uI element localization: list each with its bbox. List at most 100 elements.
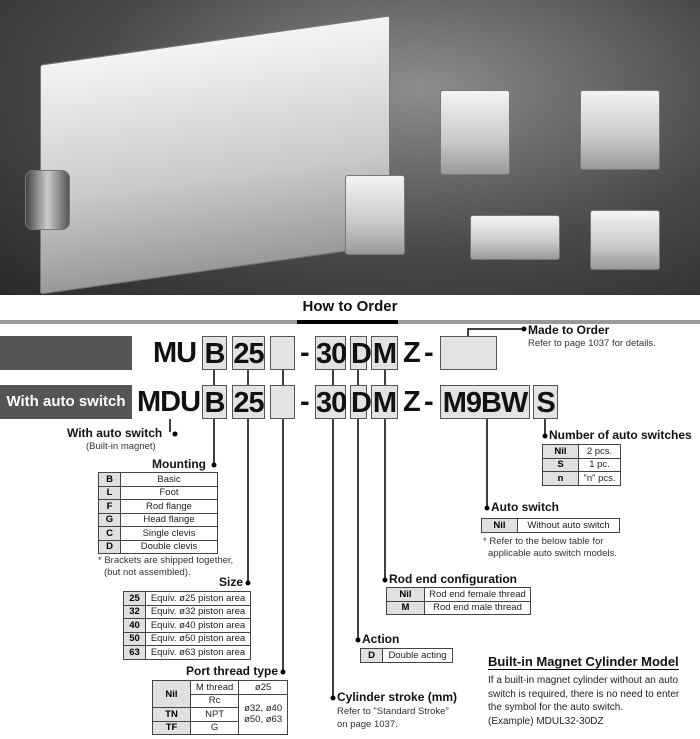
option-code: B — [98, 472, 121, 487]
code-dash: - — [424, 386, 434, 418]
code-z: Z — [403, 386, 421, 418]
code-dash: - — [300, 386, 310, 418]
option-code: 63 — [123, 645, 146, 660]
option-description: Without auto switch — [517, 518, 620, 533]
option-code: 32 — [123, 604, 146, 619]
option-description: Basic — [120, 472, 218, 487]
product-photo — [0, 0, 700, 295]
code-action: D — [350, 385, 372, 419]
option-code: n — [542, 471, 579, 486]
option-description: Head flange — [120, 512, 218, 527]
with-auto-switch-title: With auto switch — [67, 426, 163, 440]
cell: ø25 — [238, 680, 288, 695]
option-description: Single clevis — [120, 526, 218, 541]
with-switch-label-box: With auto switch — [0, 385, 132, 419]
option-description: Equiv. ø40 piston area — [145, 618, 251, 633]
switch-count-title: Number of auto switches — [549, 428, 692, 442]
option-description: Foot — [120, 485, 218, 500]
code-count: S — [533, 385, 558, 419]
option-description: 1 pc. — [578, 457, 621, 472]
code-size: 25 — [232, 385, 265, 419]
option-code: Nil — [481, 518, 518, 533]
code-dash: - — [300, 337, 310, 369]
option-code: F — [98, 499, 121, 514]
code-prefix: MDU — [137, 386, 201, 418]
option-code: 25 — [123, 591, 146, 606]
option-code: C — [98, 526, 121, 541]
code-mounting: B — [202, 385, 227, 419]
cylinder-small-3 — [345, 175, 405, 255]
option-description: Rod end female thread — [424, 587, 531, 602]
rod-end-title: Rod end configuration — [389, 572, 517, 586]
cylinder-small-4 — [470, 215, 560, 260]
port-code: TN — [152, 707, 191, 722]
cell: M thread — [189, 680, 240, 695]
magnet-line: If a built-in magnet cylinder without an… — [488, 675, 679, 686]
code-stroke: 30 — [315, 385, 347, 419]
title-underline — [297, 320, 398, 324]
option-code: S — [542, 457, 579, 472]
option-description: Equiv. ø32 piston area — [145, 604, 251, 619]
magnet-line: (Example) MDUL32-30DZ — [488, 715, 604, 727]
option-code: 40 — [123, 618, 146, 633]
code-z: Z — [403, 337, 421, 369]
option-description: Double acting — [382, 648, 453, 663]
magnet-line: switch is required, there is no need to … — [488, 688, 680, 700]
option-description: "n" pcs. — [578, 471, 621, 486]
option-code: D — [98, 539, 121, 554]
mounting-note: (but not assembled). — [104, 567, 191, 578]
option-code: D — [360, 648, 383, 663]
option-description: Equiv. ø50 piston area — [145, 631, 251, 646]
cell: NPT — [189, 707, 240, 722]
option-description: 2 pcs. — [578, 444, 621, 459]
stroke-title: Cylinder stroke (mm) — [337, 690, 458, 704]
auto-switch-note: * Refer to the below table for — [483, 536, 604, 547]
made-to-order-note: Refer to page 1037 for details. — [528, 338, 656, 349]
stroke-note: on page 1037. — [337, 719, 398, 730]
cylinder-small-1 — [440, 90, 510, 175]
magnet-title: Built-in Magnet Cylinder Model — [488, 654, 679, 670]
code-prefix: MU — [153, 337, 197, 369]
option-code: G — [98, 512, 121, 527]
code-rod: M — [371, 385, 398, 419]
code-dash: - — [424, 337, 434, 369]
code-stroke: 30 — [315, 336, 347, 370]
code-mounting: B — [202, 336, 227, 370]
code-size: 25 — [232, 336, 265, 370]
cell: G — [189, 720, 240, 735]
option-code: Nil — [386, 587, 425, 602]
table-row: n"n" pcs. — [542, 471, 621, 486]
option-code: 50 — [123, 631, 146, 646]
standard-label-box — [0, 336, 132, 370]
port-thread-title: Port thread type — [186, 664, 279, 678]
magnet-line: the symbol for the auto switch. — [488, 702, 624, 713]
option-description: Equiv. ø63 piston area — [145, 645, 251, 660]
made-to-order-title: Made to Order — [528, 323, 610, 337]
option-code: L — [98, 485, 121, 500]
auto-switch-title: Auto switch — [491, 500, 559, 514]
mounting-note: * Brackets are shipped together, — [98, 555, 234, 566]
with-auto-switch-note: (Built-in magnet) — [86, 441, 156, 452]
option-code: Nil — [542, 444, 579, 459]
option-description: Equiv. ø25 piston area — [145, 591, 251, 606]
mounting-title: Mounting — [152, 457, 206, 471]
magnet-text: If a built-in magnet cylinder without an… — [488, 674, 679, 728]
port-code: TF — [152, 720, 191, 735]
